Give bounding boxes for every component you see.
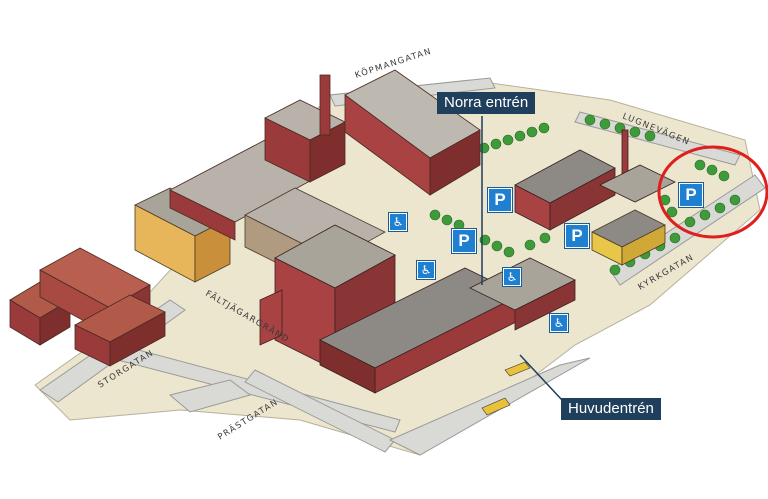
parking-sign-east: P — [565, 224, 589, 248]
north-entrance-label: Norra entrén — [437, 92, 536, 114]
houses-west — [9, 247, 166, 367]
building-south — [319, 257, 576, 394]
parking-sign-lugnevagen: P — [679, 183, 703, 207]
building-east-yellow — [591, 209, 666, 266]
parking-sign-north: P — [488, 188, 512, 212]
main-entrance-label: Huvudentrén — [561, 398, 661, 420]
wheelchair-icon: ♿ — [503, 268, 521, 286]
buses — [481, 361, 531, 416]
building-north-wing — [169, 69, 481, 241]
parking-sign-center: P — [452, 229, 476, 253]
wheelchair-icon: ♿ — [417, 261, 435, 279]
building-east — [514, 129, 676, 231]
main-entrance-pointer — [519, 354, 563, 401]
wheelchair-icon: ♿ — [389, 213, 407, 231]
wheelchair-icon: ♿ — [550, 314, 568, 332]
parking-highlight-circle — [657, 145, 768, 239]
